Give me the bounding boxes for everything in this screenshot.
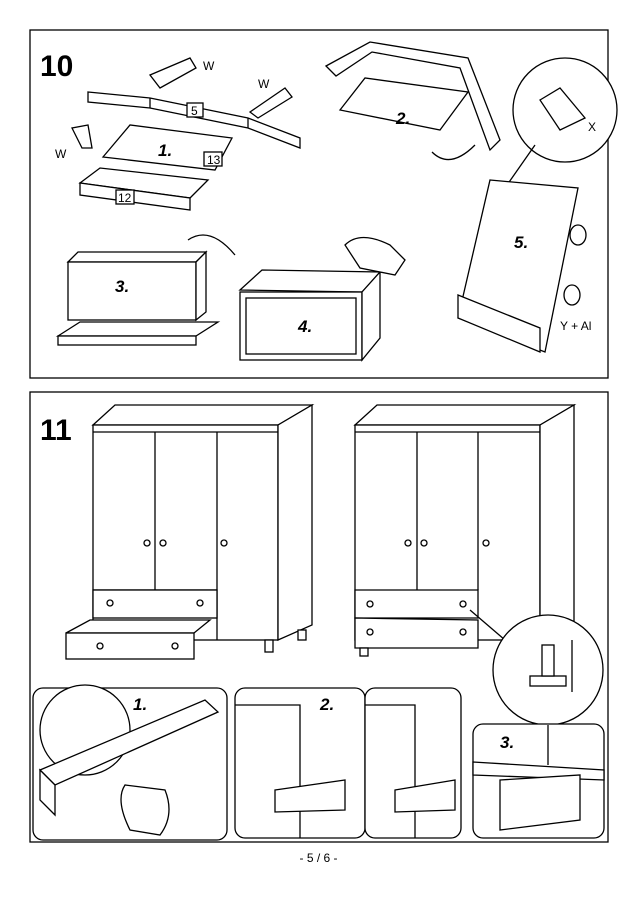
wardrobe-drawer-closed-illustration <box>353 403 604 726</box>
glue-label: W <box>203 59 215 73</box>
part-label: 13 <box>207 153 221 167</box>
part-label: 5 <box>191 104 198 118</box>
glue-bottle-icon <box>248 87 293 119</box>
step11-frame <box>29 391 609 843</box>
step10-frame <box>29 29 609 379</box>
drawer-rail-clip-illustration <box>235 704 456 838</box>
substep-label: 4. <box>297 317 312 336</box>
glue-label: W <box>55 147 67 161</box>
drawer-bottom-insert-illustration <box>324 41 501 161</box>
substep-label: 3. <box>115 277 129 296</box>
drawer-adjust-illustration <box>472 725 605 831</box>
substep2-frame-b <box>364 687 462 839</box>
glue-bottle-icon <box>148 57 197 89</box>
wardrobe-drawer-open-illustration <box>65 403 315 660</box>
step11-number: 11 <box>40 414 72 447</box>
drawer-parts-illustration <box>71 57 301 211</box>
page-number: - 5 / 6 - <box>299 851 338 865</box>
substep-label: 1. <box>133 695 147 714</box>
substep-label: 5. <box>514 233 528 252</box>
drawer-front-attach-illustration <box>55 234 236 346</box>
substep-label: 3. <box>500 733 514 752</box>
hardware-x-label: X <box>588 120 596 134</box>
glue-label: W <box>258 77 270 91</box>
step10-number: 10 <box>40 50 73 83</box>
hardware-y-label: Y + Al <box>560 319 591 333</box>
drawer-runner-illustration <box>38 684 220 836</box>
glue-bottle-icon <box>71 124 93 149</box>
substep-label: 2. <box>319 695 334 714</box>
drawer-tap-illustration <box>238 236 406 362</box>
part-label: 12 <box>118 191 132 205</box>
drawer-screw-illustration <box>457 57 618 353</box>
substep-label: 2. <box>395 109 410 128</box>
substep-label: 1. <box>158 141 172 160</box>
